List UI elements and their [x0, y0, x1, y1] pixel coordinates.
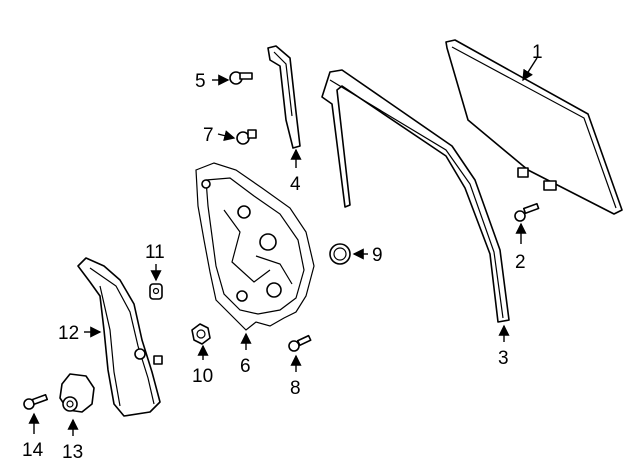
nut-part-10 — [191, 323, 211, 345]
run-channel-part — [321, 69, 510, 323]
callout-5: 5 — [195, 71, 206, 92]
callout-14: 14 — [22, 440, 44, 461]
window-regulator-part — [77, 257, 163, 417]
pad-part-11 — [149, 283, 163, 300]
callout-13: 13 — [62, 442, 83, 463]
bolt-part-8 — [288, 334, 312, 352]
callout-4: 4 — [290, 174, 301, 195]
callout-3: 3 — [498, 348, 509, 369]
callout-7: 7 — [203, 125, 214, 146]
guide-rail-part — [267, 45, 301, 149]
callout-10: 10 — [192, 366, 213, 387]
door-glass-part — [445, 39, 623, 215]
clip-part-7 — [236, 129, 257, 145]
bolt-part-14 — [23, 393, 49, 410]
grommet-part-9 — [329, 243, 351, 265]
callout-11: 11 — [145, 242, 165, 263]
callout-9: 9 — [372, 245, 383, 266]
leader-lines — [28, 57, 538, 436]
regulator-panel-part — [195, 162, 315, 331]
bolt-part-5 — [229, 71, 253, 85]
callout-8: 8 — [290, 378, 301, 399]
bolt-part-2 — [514, 202, 540, 222]
regulator-motor-part — [59, 373, 95, 413]
callout-2: 2 — [515, 252, 526, 273]
callout-1: 1 — [532, 42, 543, 63]
callout-6: 6 — [240, 356, 251, 377]
callout-12: 12 — [58, 323, 79, 344]
